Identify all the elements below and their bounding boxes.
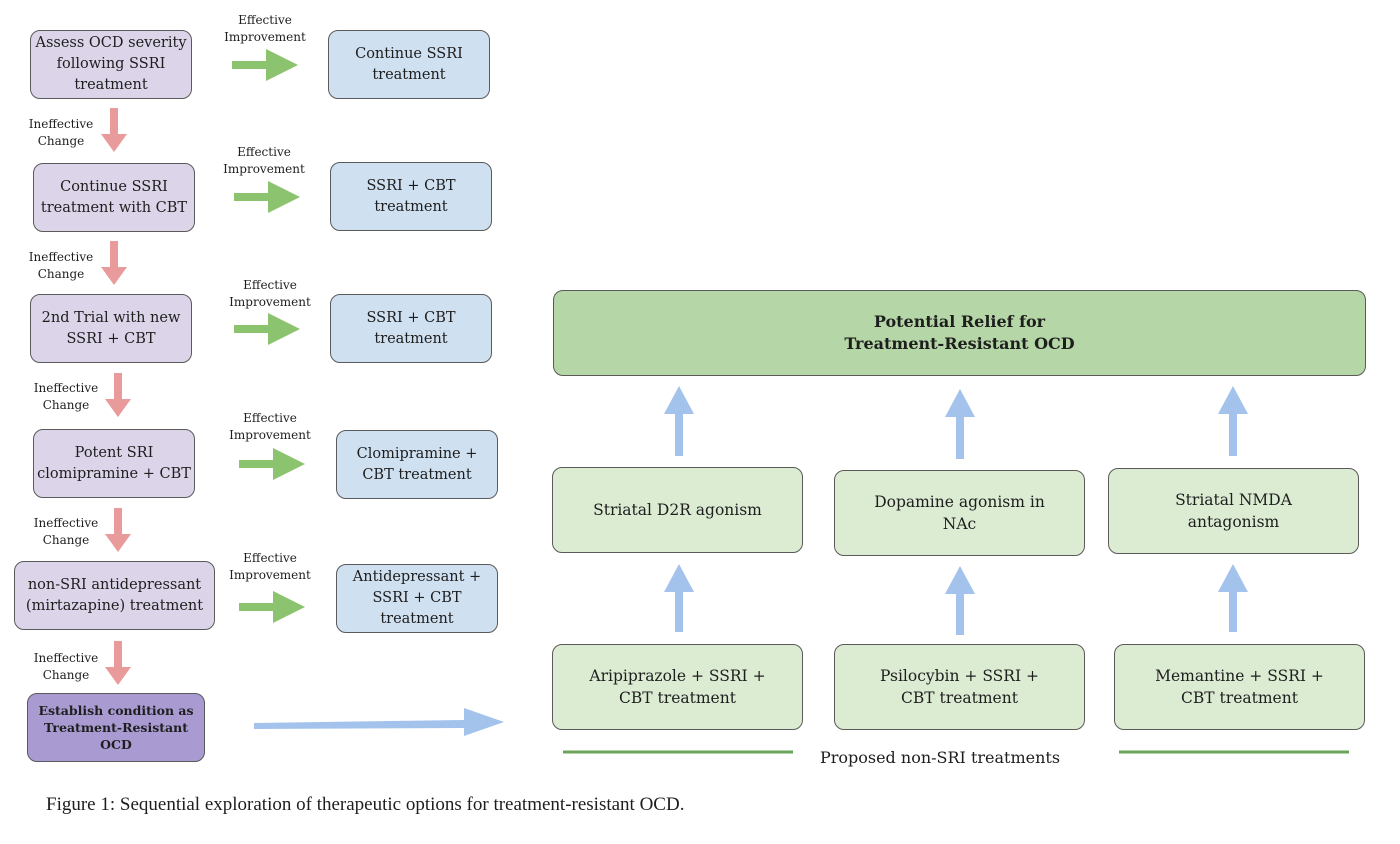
up-arrow xyxy=(1218,386,1248,456)
blue-arrows xyxy=(254,386,1248,736)
step-non-sri: non-SRI antidepressant (mirtazapine) tre… xyxy=(14,561,215,630)
step-assess-severity: Assess OCD severity following SSRI treat… xyxy=(30,30,192,99)
effective-arrow xyxy=(234,181,300,213)
ineffective-label: Ineffective Change xyxy=(28,250,94,281)
ineffective-label: Ineffective Change xyxy=(33,651,99,682)
ineffective-arrow xyxy=(101,108,127,152)
effective-arrow xyxy=(239,591,305,623)
treatment-psilocybin: Psilocybin + SSRI + CBT treatment xyxy=(834,644,1085,730)
treatment-aripiprazole: Aripiprazole + SSRI + CBT treatment xyxy=(552,644,803,730)
outcome-ssri-cbt-2: SSRI + CBT treatment xyxy=(330,294,492,363)
up-arrow xyxy=(945,389,975,459)
effective-label: Effective Improvement xyxy=(229,411,311,442)
ineffective-arrow xyxy=(105,641,131,685)
outcome-clomipramine-cbt: Clomipramine + CBT treatment xyxy=(336,430,498,499)
effective-label: Effective Improvement xyxy=(223,145,305,176)
mechanism-d2r: Striatal D2R agonism xyxy=(552,467,803,553)
treatment-memantine: Memantine + SSRI + CBT treatment xyxy=(1114,644,1365,730)
up-arrow xyxy=(664,386,694,456)
effective-arrows xyxy=(232,49,305,623)
ineffective-arrow xyxy=(105,508,131,552)
ineffective-arrow xyxy=(105,373,131,417)
ineffective-arrows xyxy=(101,108,131,685)
up-arrow xyxy=(945,566,975,635)
outcome-ssri-cbt-1: SSRI + CBT treatment xyxy=(330,162,492,231)
step-establish-tr-ocd: Establish condition as Treatment-Resista… xyxy=(27,693,205,762)
effective-label: Effective Improvement xyxy=(229,551,311,582)
outcome-antidepressant: Antidepressant + SSRI + CBT treatment xyxy=(336,564,498,633)
ineffective-label: Ineffective Change xyxy=(33,516,99,547)
ineffective-label: Ineffective Change xyxy=(33,381,99,412)
effective-label: Effective Improvement xyxy=(224,13,306,44)
step-continue-ssri-cbt: Continue SSRI treatment with CBT xyxy=(33,163,195,232)
figure-caption: Figure 1: Sequential exploration of ther… xyxy=(46,794,685,815)
to-proposed-arrow xyxy=(254,708,504,736)
effective-arrow xyxy=(234,313,300,345)
ineffective-arrow xyxy=(101,241,127,285)
relief-box: Potential Relief for Treatment-Resistant… xyxy=(553,290,1366,376)
mechanism-dopamine-nac: Dopamine agonism in NAc xyxy=(834,470,1085,556)
step-clomipramine: Potent SRI clomipramine + CBT xyxy=(33,429,195,498)
proposed-treatments-label: Proposed non-SRI treatments xyxy=(819,748,1061,767)
step-second-trial: 2nd Trial with new SSRI + CBT xyxy=(30,294,192,363)
outcome-continue-ssri: Continue SSRI treatment xyxy=(328,30,490,99)
effective-arrow xyxy=(239,448,305,480)
mechanism-nmda: Striatal NMDA antagonism xyxy=(1108,468,1359,554)
effective-label: Effective Improvement xyxy=(229,278,311,309)
effective-arrow xyxy=(232,49,298,81)
up-arrow xyxy=(664,564,694,632)
ineffective-label: Ineffective Change xyxy=(28,117,94,148)
up-arrow xyxy=(1218,564,1248,632)
